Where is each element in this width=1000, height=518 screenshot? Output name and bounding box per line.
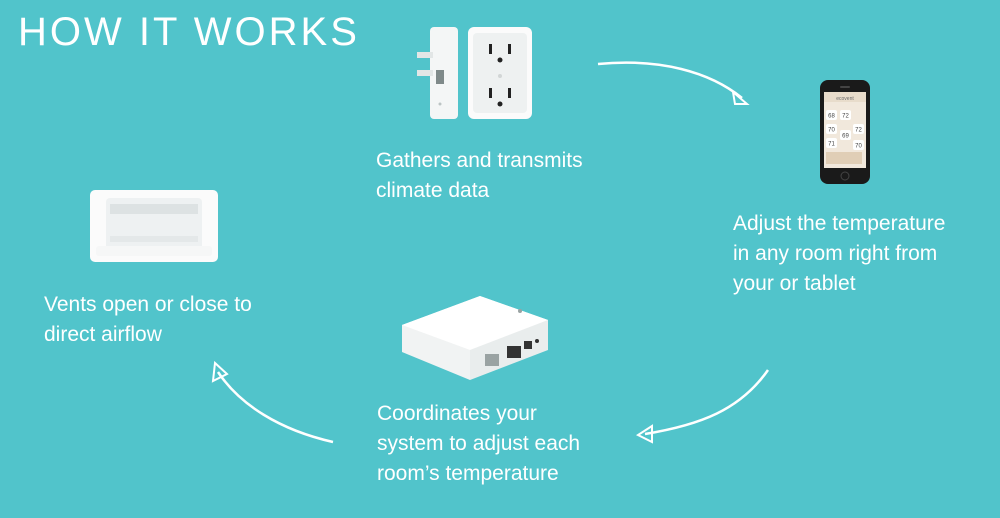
- sensor-caption-line: climate data: [376, 176, 616, 206]
- hub-caption-line: Coordinates your: [377, 399, 607, 429]
- hub-caption-line: room’s temperature: [377, 459, 607, 489]
- vent-caption: Vents open or close to direct airflow: [44, 290, 284, 350]
- app-caption-line: your or tablet: [733, 269, 973, 299]
- hub-caption-line: system to adjust each: [377, 429, 607, 459]
- vent-caption-line: direct airflow: [44, 320, 284, 350]
- app-caption-line: in any room right from: [733, 239, 973, 269]
- app-caption-line: Adjust the temperature: [733, 209, 973, 239]
- vent-caption-line: Vents open or close to: [44, 290, 284, 320]
- sensor-caption-line: Gathers and transmits: [376, 146, 616, 176]
- app-caption: Adjust the temperature in any room right…: [733, 209, 973, 299]
- hub-caption: Coordinates your system to adjust each r…: [377, 399, 607, 489]
- sensor-caption: Gathers and transmits climate data: [376, 146, 616, 206]
